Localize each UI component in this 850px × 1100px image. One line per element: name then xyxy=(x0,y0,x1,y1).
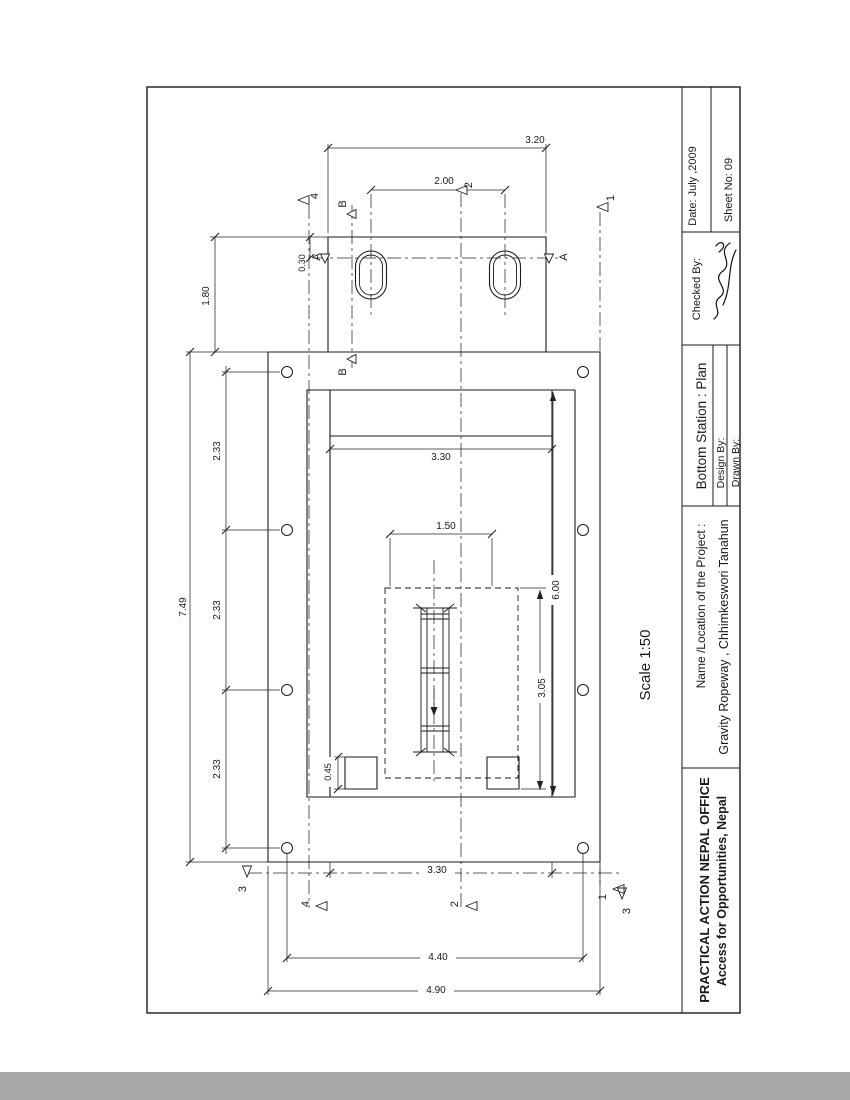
office-subtitle-text: Access for Opportunities, Nepal xyxy=(715,795,729,987)
section-marker-triangles xyxy=(241,184,628,912)
rail-track xyxy=(413,603,457,757)
pit-dashed-outline xyxy=(384,587,519,779)
section-label-a-right: A xyxy=(558,253,570,261)
section-lines xyxy=(248,193,620,908)
section-label-1-bottom: 1 xyxy=(597,893,609,901)
dim-slot-spacing: 2.00 xyxy=(434,176,454,187)
dim-inner-length: 6.00 xyxy=(550,575,564,605)
checked-by-label: Checked By: xyxy=(691,257,703,321)
main-plan xyxy=(267,351,601,863)
design-by-label: Design By: xyxy=(715,437,727,489)
section-label-a-left: A xyxy=(311,253,323,261)
section-label-4-bottom: 4 xyxy=(300,900,312,908)
sheet-no-text: Sheet No: 09 xyxy=(723,157,735,223)
dim-bolt-row-span: 4.40 xyxy=(420,952,456,964)
project-name-text: Gravity Ropeway , Chhimkeswori Tanahun xyxy=(717,519,731,755)
section-label-2-top: 2 xyxy=(463,181,475,189)
dim-bay-2: 2.33 xyxy=(211,595,225,625)
dim-overall-length: 7.49 xyxy=(178,597,189,617)
title-block-grid xyxy=(681,87,740,1013)
dim-top-block-width: 3.20 xyxy=(525,135,545,146)
footing-left xyxy=(344,756,378,790)
anchor-slot-left-inner xyxy=(359,254,383,296)
dimension-ticks xyxy=(185,143,605,996)
station-walls xyxy=(306,389,576,798)
section-label-b-bottom: B xyxy=(337,368,349,376)
section-label-b-top: B xyxy=(337,200,349,208)
drawn-by-label: Drawn By: xyxy=(730,438,742,488)
dim-gauge: 1.50 xyxy=(436,521,456,532)
project-section-label: Name /Location of the Project : xyxy=(694,523,708,689)
section-label-2-bottom: 2 xyxy=(449,900,461,908)
dim-overall-width: 4.90 xyxy=(418,985,454,997)
date-text: Date: July ,2009 xyxy=(687,146,699,226)
anchor-bolts xyxy=(281,366,589,854)
section-label-1-top: 1 xyxy=(605,194,617,202)
dim-bay-3: 2.33 xyxy=(211,754,225,784)
foundation-outline xyxy=(267,351,601,863)
dim-bay-1: 2.33 xyxy=(211,436,225,466)
dim-clear-width-top: 3.30 xyxy=(431,452,451,463)
anchor-slot-right xyxy=(488,250,522,300)
taskbar xyxy=(0,1072,850,1100)
section-label-3-left: 3 xyxy=(237,885,249,893)
anchor-slot-right-inner xyxy=(493,254,517,296)
office-name-text: PRACTICAL ACTION NEPAL OFFICE xyxy=(697,777,712,1003)
top-detail xyxy=(327,236,547,352)
dim-pit-length: 3.05 xyxy=(536,673,550,703)
top-detail-outline xyxy=(327,236,547,352)
drawing-title: Bottom Station : Plan xyxy=(694,362,709,490)
scale-label: Scale 1:50 xyxy=(637,629,654,701)
section-label-3-right: 3 xyxy=(621,907,633,915)
dim-slot-edge-offset: 0.30 xyxy=(297,254,307,272)
dim-footing-size: 0.45 xyxy=(321,757,335,787)
signature xyxy=(713,242,737,320)
dim-top-block-height: 1.80 xyxy=(201,286,212,306)
section-label-4-top: 4 xyxy=(309,192,321,200)
dim-clear-width-bottom: 3.30 xyxy=(419,865,455,877)
sheet-border xyxy=(146,86,741,1014)
anchor-slot-left xyxy=(354,250,388,300)
footing-right xyxy=(486,756,520,790)
